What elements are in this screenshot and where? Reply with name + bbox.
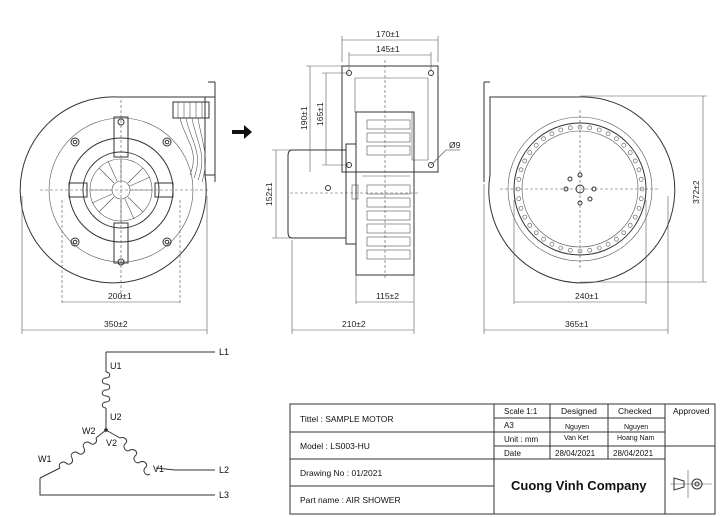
ring-hole [558,245,564,251]
label-U2: U2 [110,412,122,422]
tb-size: A3 [504,421,514,430]
label-U1: U1 [110,361,122,371]
ring-hole [541,136,546,142]
dim-side-152: 152±1 [264,182,274,206]
ring-hole [533,230,539,236]
tb-model: Model : LS003-HU [300,441,370,451]
ring-hole [567,125,573,131]
dim-front-width: 200±1 [108,291,132,301]
ring-hole [549,241,555,247]
ring-hole [614,136,619,142]
label-V2: V2 [106,438,117,448]
dim-side-190: 190±1 [299,106,309,130]
tb-designer-2: Van Ket [564,435,588,442]
wiring-diagram: L1 L2 L3 U1 U2 V2 W2 W1 V1 [38,347,229,500]
ring-hole [621,230,627,236]
label-V1: V1 [153,464,164,474]
front-view: 200±1 350±2 [19,81,216,334]
ring-hole [518,167,524,173]
tb-checked-date: 28/04/2021 [613,449,654,458]
tb-designed-date: 28/04/2021 [555,449,596,458]
ring-hole [605,241,611,247]
ring-hole [527,223,533,228]
dim-rear-372: 372±2 [691,180,701,204]
dim-side-hole: Ø9 [449,140,461,150]
ring-hole [541,236,546,242]
label-L3: L3 [219,490,229,500]
ring-hole [587,247,593,253]
ring-hole [596,127,602,133]
ring-hole [522,158,528,164]
label-W2: W2 [82,426,96,436]
title-block: Tittel : SAMPLE MOTOR Model : LS003-HU D… [289,403,716,515]
ring-hole [621,142,627,148]
tb-approved-label: Approved [673,406,710,416]
projection-symbol-icon [670,470,712,498]
ring-hole [636,205,642,211]
ring-hole [533,142,539,148]
tb-checked-label: Checked [618,406,652,416]
ring-hole [632,214,638,220]
dim-rear-365: 365±1 [565,319,589,329]
dim-front-overall: 350±2 [104,319,128,329]
label-L2: L2 [219,465,229,475]
ring-hole [614,236,619,242]
tb-designed-label: Designed [561,406,597,416]
ring-hole [558,127,564,133]
tb-scale: Scale 1:1 [504,407,538,416]
ring-hole [632,158,638,164]
ring-hole [518,205,524,211]
ring-hole [516,177,522,182]
ring-hole [636,167,642,173]
ring-hole [638,177,644,182]
label-L1: L1 [219,347,229,357]
ring-hole [627,223,633,228]
dim-side-115: 115±2 [376,291,399,301]
tb-title: Tittel : SAMPLE MOTOR [300,414,394,424]
dim-rear-240: 240±1 [575,291,599,301]
right-arrow-icon [232,125,252,139]
tb-checker-1: Nguyen [624,424,648,431]
ring-hole [567,247,573,253]
tb-designer-1: Nguyen [565,424,589,431]
tb-part-name: Part name : AIR SHOWER [300,495,401,505]
ring-hole [549,131,555,137]
ring-hole [516,196,522,201]
ring-hole [527,150,533,155]
label-W1: W1 [38,454,52,464]
ring-hole [587,125,593,131]
rear-view: 240±1 365±1 372±2 [483,81,707,334]
ring-hole [627,150,633,155]
ring-hole [596,245,602,251]
dim-side-210: 210±2 [342,319,366,329]
tb-checker-2: Hoang Nam [617,435,655,442]
dim-side-165: 165±1 [315,102,325,126]
tb-unit: Unit : mm [504,435,539,444]
ring-hole [605,131,611,137]
dim-side-170: 170±1 [376,29,400,39]
dim-side-145: 145±1 [376,44,400,54]
tb-date-label: Date [504,449,521,458]
ring-hole [638,196,644,201]
ring-hole [522,214,528,220]
tb-drawing-no: Drawing No : 01/2021 [300,468,382,478]
tb-company: Cuong Vinh Company [511,478,647,493]
side-view: 170±1 145±1 190±1 165±1 152±1 Ø9 115±2 2… [264,29,461,334]
